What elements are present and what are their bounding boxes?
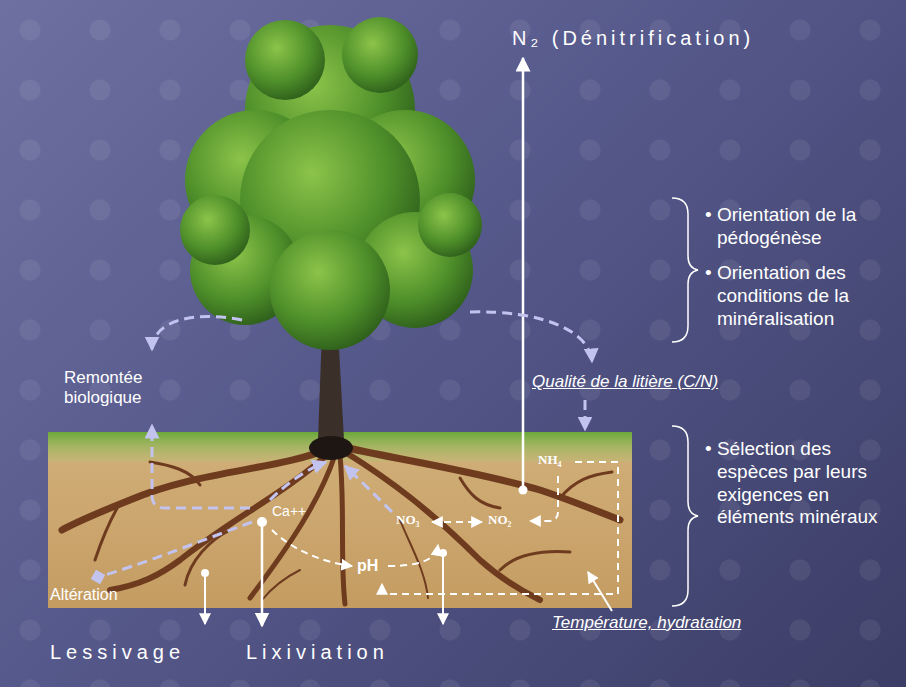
roots (62, 448, 620, 604)
process-title: N₂ (Dénitrification) (512, 26, 754, 50)
ion-label: NH₄ (538, 452, 561, 468)
effect-note: • Orientation des conditions de la minér… (705, 262, 895, 330)
ion-label: NO₃ (396, 512, 419, 528)
denitrification-arrow (522, 58, 525, 488)
ion-label: Ca++ (272, 503, 306, 520)
leader-line (588, 572, 612, 611)
brace (672, 426, 698, 606)
effect-note: • Orientation de la pédogénèse (705, 204, 895, 250)
tree-base (309, 436, 353, 460)
soil (48, 432, 632, 608)
nitrogen-arrows (272, 462, 618, 594)
loss-label: Lessivage (50, 640, 185, 664)
effect-note: • Sélection des espèces par leurs exigen… (705, 438, 895, 529)
factor-label: Température, hydratation (552, 613, 741, 633)
leaching-arrows (201, 517, 447, 626)
flow-label: Remontée biologique (64, 368, 174, 409)
ph-label: pH (357, 556, 378, 575)
factor-label: Qualité de la litière (C/N) (532, 372, 718, 392)
ion-label: NO₂ (488, 512, 511, 528)
cycle-arrows (98, 312, 592, 577)
tree-canopy (180, 17, 482, 350)
flow-label: Altération (50, 585, 118, 604)
brace (672, 198, 698, 342)
loss-label: Lixiviation (246, 640, 389, 664)
